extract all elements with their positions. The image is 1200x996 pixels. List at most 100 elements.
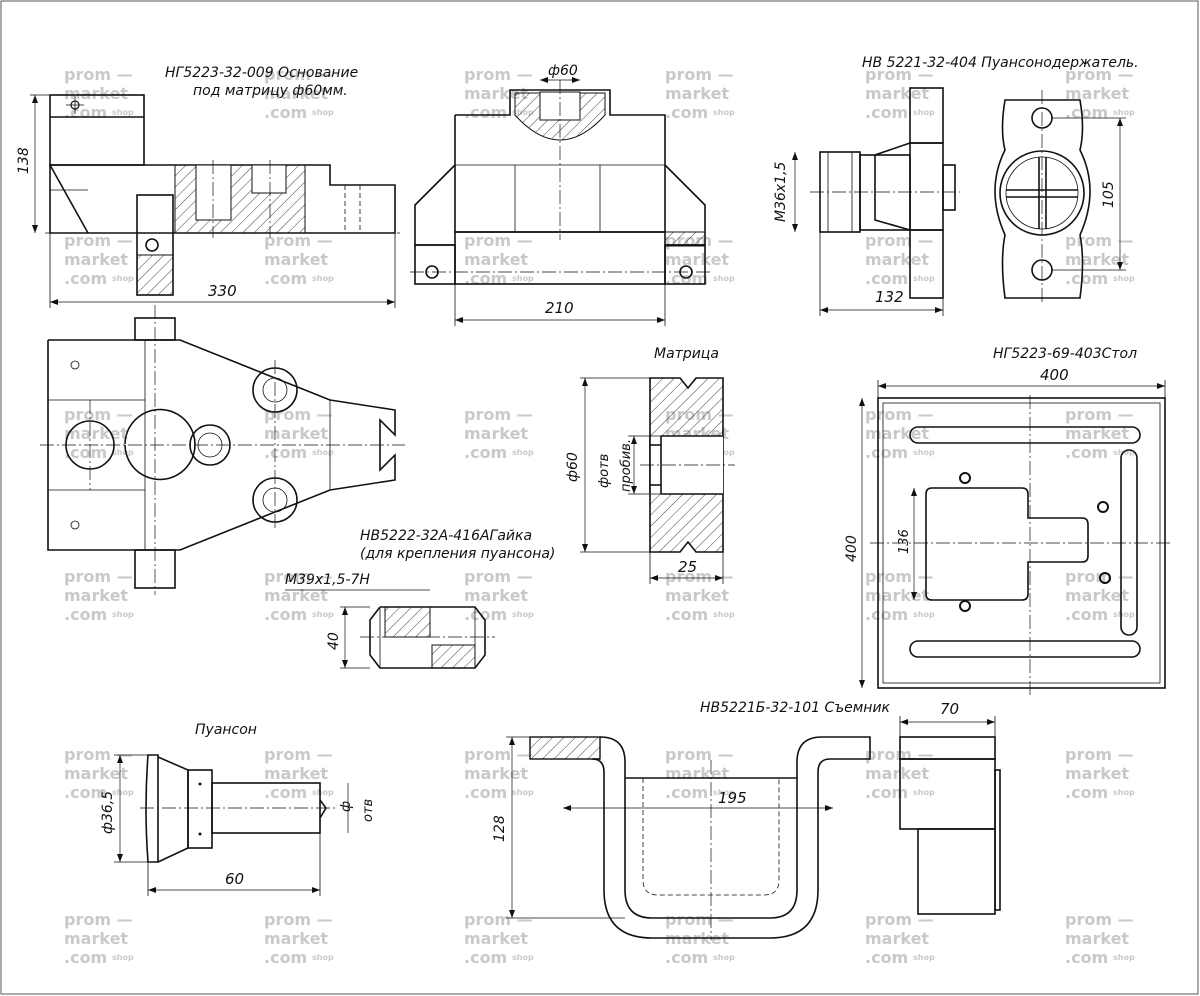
watermark-suffix: shop [512, 788, 534, 797]
watermark-line-2: market [665, 586, 729, 605]
watermark-line-2: market [464, 586, 528, 605]
watermark-suffix: shop [112, 953, 134, 962]
watermark-line-3: .com [1065, 269, 1108, 288]
watermark-suffix: shop [312, 953, 334, 962]
watermark-line-2: market [464, 929, 528, 948]
watermark-suffix: shop [312, 788, 334, 797]
watermark-line-1: prom — [64, 910, 133, 929]
base-top-view [40, 305, 405, 595]
watermark-line-3: .com [665, 948, 708, 967]
watermark-line-2: market [264, 586, 328, 605]
watermark-line-3: .com [1065, 605, 1108, 624]
watermark-line-3: .com [865, 783, 908, 802]
punch-title: Пуансон [195, 722, 257, 738]
watermark-line-3: .com [264, 605, 307, 624]
watermark-suffix: shop [1113, 274, 1135, 283]
watermark-line-3: .com [64, 269, 107, 288]
watermark-line-3: .com [1065, 103, 1108, 122]
matrix-width-dim: 25 [678, 558, 697, 576]
watermark-line-3: .com [264, 783, 307, 802]
watermark-line-1: prom — [665, 745, 734, 764]
watermark-line-3: .com [264, 269, 307, 288]
watermark-line-2: market [1065, 929, 1129, 948]
nut-title-line-2: (для крепления пуансона) [360, 546, 555, 562]
watermark-line-2: market [264, 84, 328, 103]
watermark-suffix: shop [913, 953, 935, 962]
watermark-line-1: prom — [264, 231, 333, 250]
watermark-line-3: .com [1065, 783, 1108, 802]
watermark-line-1: prom — [464, 65, 533, 84]
watermark-line-3: .com [64, 605, 107, 624]
watermark-line-2: market [464, 250, 528, 269]
base-front-view: НГ5223-32-009 Основание под матрицу ф60м… [16, 65, 400, 308]
table-inner-dim: 136 [897, 529, 912, 554]
watermark-line-3: .com [865, 605, 908, 624]
watermark-line-2: market [64, 929, 128, 948]
watermark-suffix: shop [913, 448, 935, 457]
watermark-line-1: prom — [865, 65, 934, 84]
watermark-line-3: .com [464, 103, 507, 122]
stripper-title: НВ5221Б-32-101 Съемник [700, 700, 891, 716]
watermark-line-2: market [264, 424, 328, 443]
watermark-line-2: market [665, 84, 729, 103]
watermark-suffix: shop [713, 448, 735, 457]
watermark-line-2: market [865, 764, 929, 783]
watermark-line-2: market [264, 929, 328, 948]
matrix-dia-dim: ф60 [565, 452, 581, 482]
stripper-inner-dim: 195 [718, 789, 747, 807]
watermark-line-2: market [264, 250, 328, 269]
watermark-suffix: shop [713, 610, 735, 619]
watermark-line-1: prom — [264, 745, 333, 764]
stripper-height-dim: 128 [492, 815, 508, 842]
matrix-title: Матрица [654, 346, 719, 362]
watermark-line-3: .com [865, 948, 908, 967]
watermark-line-2: market [464, 424, 528, 443]
watermark-suffix: shop [1113, 108, 1135, 117]
punch-length-dim: 60 [225, 870, 244, 888]
watermark-suffix: shop [913, 788, 935, 797]
base-width-dim: 210 [545, 299, 574, 317]
watermark-line-1: prom — [865, 567, 934, 586]
watermark-line-2: market [464, 84, 528, 103]
watermark-line-1: prom — [464, 745, 533, 764]
watermark-line-1: prom — [264, 910, 333, 929]
punch-dia-dim: ф36,5 [100, 791, 116, 834]
watermark-suffix: shop [713, 788, 735, 797]
watermark-line-3: .com [264, 443, 307, 462]
watermark-suffix: shop [713, 953, 735, 962]
watermark-line-1: prom — [64, 231, 133, 250]
watermark-line-1: prom — [865, 231, 934, 250]
watermark-line-3: .com [865, 269, 908, 288]
watermark-line-3: .com [665, 103, 708, 122]
table-height-dim: 400 [844, 535, 860, 562]
base-title-line-1: НГ5223-32-009 Основание [165, 65, 358, 81]
watermark-line-2: market [665, 250, 729, 269]
watermark-line-1: prom — [64, 567, 133, 586]
holder-title: НВ 5221-32-404 Пуансонодержатель. [862, 55, 1139, 71]
base-side-view: ф60 210 [410, 63, 712, 326]
watermark-line-3: .com [1065, 948, 1108, 967]
watermark-suffix: shop [512, 448, 534, 457]
base-title-line-2: под матрицу ф60мм. [193, 83, 348, 99]
watermark-line-1: prom — [64, 745, 133, 764]
stripper-view: НВ5221Б-32-101 Съемник 195 128 70 [492, 700, 1001, 940]
nut-thread-dim: М39х1,5-7Н [285, 572, 370, 588]
